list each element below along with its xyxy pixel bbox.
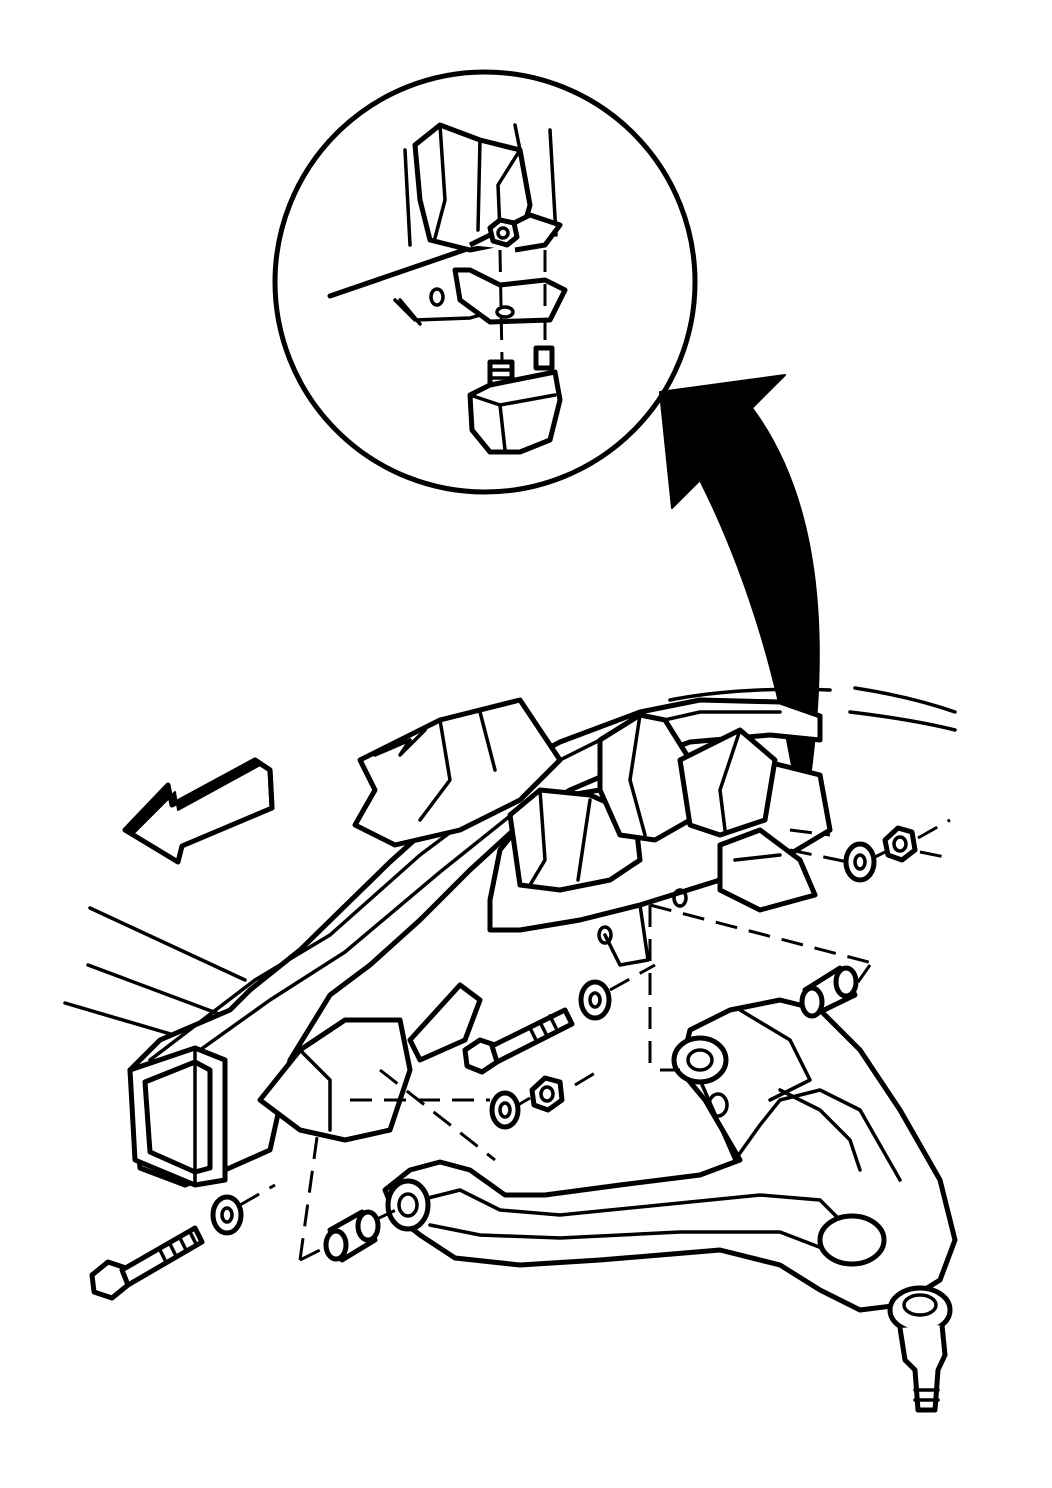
control-arm-rear-eye [671,1035,729,1085]
control-arm-front-eye [385,1178,431,1232]
washer-rear-upper [578,979,612,1021]
washer-rear-lower [489,1090,521,1130]
frame-bracket-right [597,827,818,967]
nut-crossmember-icon [882,825,918,863]
washer-crossmember [843,841,877,883]
direction-arrow-left-icon [122,757,275,865]
nut-rear-icon [529,1075,565,1113]
frame-pocket-left [257,982,483,1143]
engine-mount-right [597,712,778,843]
detail-lower-mount [467,345,563,455]
front-bolt [89,1225,205,1301]
frame-assembly [63,686,957,1188]
alignment-lines [239,818,951,1262]
lower-control-arm [382,997,958,1313]
control-arm-cutout [817,1213,887,1267]
detail-bracket [452,267,568,325]
ball-joint [887,1285,953,1413]
bushing-rear [799,965,859,1019]
detail-view [272,69,698,495]
engine-mount-left [352,697,563,848]
engine-mount-center [507,787,643,893]
detail-nut-icon [487,217,520,248]
washer-front [210,1194,244,1236]
frame-rail-box-end [127,1045,228,1188]
detail-alignment-line-1 [498,249,504,361]
bushing-front [323,1209,381,1263]
rear-bolt [462,1007,575,1075]
